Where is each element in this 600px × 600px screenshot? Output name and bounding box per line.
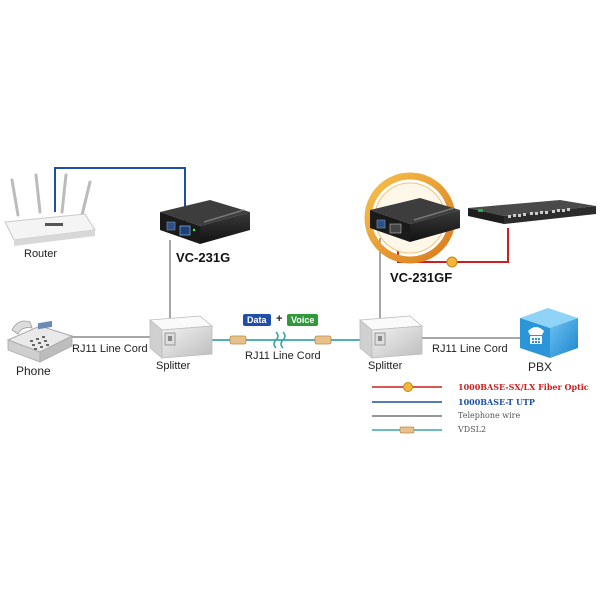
splitter-left-icon bbox=[148, 315, 214, 359]
legend bbox=[372, 382, 442, 434]
data-badge: Data bbox=[243, 314, 271, 326]
splitter-right-icon bbox=[358, 315, 424, 359]
pbx-label: PBX bbox=[528, 360, 553, 374]
legend-vdsl2-label: VDSL2 bbox=[458, 425, 487, 434]
voice-badge: Voice bbox=[287, 314, 319, 326]
network-switch-icon bbox=[468, 200, 596, 224]
legend-utp-label: 1000BASE-T UTP bbox=[458, 397, 535, 407]
vc-231g-device-icon bbox=[160, 200, 250, 244]
legend-fiber-label: 1000BASE-SX/LX Fiber Optic bbox=[458, 382, 589, 392]
plus-sign: + bbox=[276, 313, 283, 325]
rj11-cord-middle-label: RJ11 Line Cord bbox=[245, 350, 321, 362]
legend-telephone-label: Telephone wire bbox=[458, 411, 521, 420]
pbx-icon bbox=[520, 308, 578, 358]
splitter-left-label: Splitter bbox=[156, 360, 191, 372]
vdsl2-line bbox=[206, 331, 365, 349]
legend-fiber-line bbox=[372, 382, 442, 392]
rj11-cord-right-label: RJ11 Line Cord bbox=[432, 343, 508, 355]
router-label: Router bbox=[24, 248, 58, 260]
utp-cable bbox=[54, 167, 186, 228]
vc-231g-label: VC-231G bbox=[176, 250, 231, 265]
legend-vdsl2-line bbox=[372, 426, 442, 434]
phone-icon bbox=[6, 320, 74, 363]
vc-231gf-device-icon bbox=[370, 198, 460, 242]
rj11-cord-left-label: RJ11 Line Cord bbox=[72, 343, 148, 355]
router-icon bbox=[4, 173, 96, 246]
vc-231gf-label: VC-231GF bbox=[390, 270, 453, 285]
splitter-right-label: Splitter bbox=[368, 360, 403, 372]
phone-label: Phone bbox=[16, 364, 51, 378]
